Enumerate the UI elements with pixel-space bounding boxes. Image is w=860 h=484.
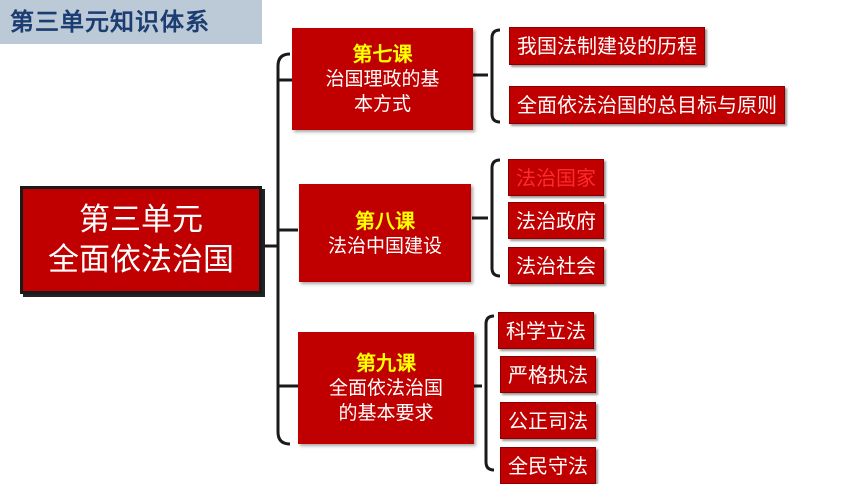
lesson9-bracket: [484, 314, 495, 472]
lesson7-bracket: [490, 28, 501, 124]
lesson7-node: 第七课 治国理政的基 本方式: [292, 28, 473, 130]
root-node: 第三单元 全面依法治国: [20, 186, 262, 294]
lesson7-head: 第七课: [352, 42, 413, 66]
lesson9-item-4: 全民守法: [500, 447, 596, 484]
root-line1: 第三单元: [79, 202, 203, 238]
lesson7-item-1: 我国法制建设的历程: [509, 27, 705, 65]
lesson8-body-line1: 法治中国建设: [327, 234, 442, 257]
lesson9-body-line1: 全面依法治国: [328, 377, 443, 399]
lesson9-head: 第九课: [356, 351, 416, 375]
lesson9-body-line2: 的基本要求: [338, 402, 434, 424]
unit-title: 第三单元知识体系: [10, 8, 210, 36]
lesson8-item-2: 法治政府: [508, 202, 604, 239]
root-line2: 全面依法治国: [48, 242, 234, 278]
lesson7-body-line1: 治国理政的基: [325, 68, 440, 90]
lesson8-head: 第八课: [355, 208, 415, 233]
lesson8-item-3: 法治社会: [508, 247, 604, 284]
lesson8-item-1: 法治国家: [508, 159, 604, 196]
lesson9-item-1: 科学立法: [498, 312, 594, 349]
lesson9-node: 第九课 全面依法治国 的基本要求: [298, 332, 474, 444]
lesson9-item-2: 严格执法: [500, 356, 596, 393]
lesson8-node: 第八课 法治中国建设: [299, 184, 471, 282]
unit-title-tab: 第三单元知识体系: [0, 0, 262, 44]
lesson7-body-line2: 本方式: [353, 93, 411, 115]
lesson8-bracket: [490, 158, 501, 278]
lesson7-item-2: 全面依法治国的总目标与原则: [509, 86, 785, 124]
main-bracket: [276, 52, 291, 446]
lesson9-item-3: 公正司法: [500, 402, 596, 439]
